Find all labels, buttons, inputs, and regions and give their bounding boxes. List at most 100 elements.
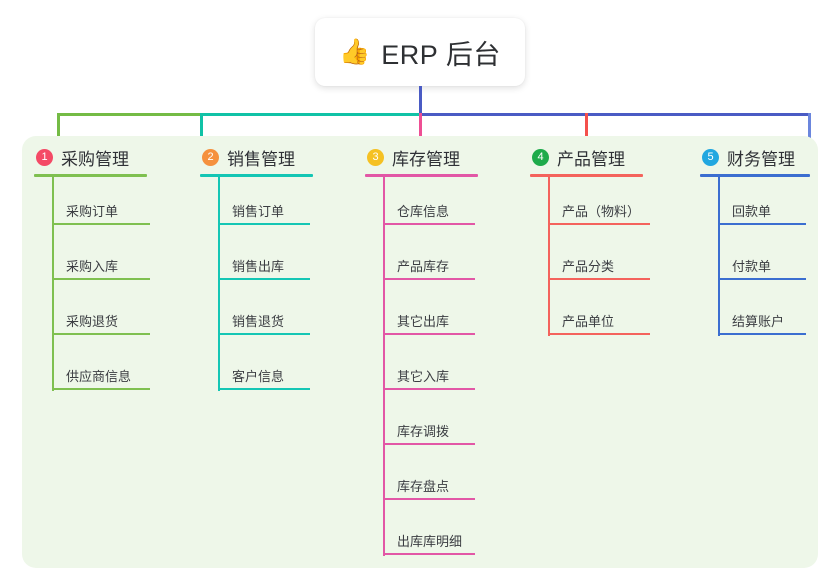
list-item-underline — [385, 498, 475, 500]
department-column-3: 3 库存管理仓库信息产品库存其它出库其它入库库存调拨库存盘点出库库明细 — [365, 146, 478, 562]
list-item[interactable]: 采购订单 — [52, 177, 150, 232]
list-item-underline — [220, 333, 310, 335]
list-item-underline — [720, 278, 806, 280]
column-spine-2 — [218, 177, 220, 391]
list-item-label: 回款单 — [732, 204, 772, 219]
list-item-label: 其它入库 — [397, 369, 450, 384]
departments-panel — [22, 136, 818, 568]
column-badge-1: 1 — [36, 148, 53, 166]
list-item[interactable]: 库存调拨 — [383, 397, 478, 452]
list-item[interactable]: 产品（物料） — [548, 177, 650, 232]
list-item-underline — [54, 223, 150, 225]
list-item-underline — [54, 333, 150, 335]
column-spine-3 — [383, 177, 385, 556]
column-spine-5 — [718, 177, 720, 336]
department-column-1: 1 采购管理采购订单采购入库采购退货供应商信息 — [34, 146, 150, 397]
drop-line-3 — [419, 113, 422, 146]
column-header-4[interactable]: 4 产品管理 — [530, 146, 643, 169]
list-item[interactable]: 仓库信息 — [383, 177, 478, 232]
column-underline-3 — [365, 174, 478, 177]
list-item-underline — [220, 388, 310, 390]
bus-segment-mid — [200, 113, 419, 116]
list-item-label: 销售退货 — [232, 314, 285, 329]
bus-segment-right — [419, 113, 811, 116]
list-item-underline — [550, 223, 650, 225]
list-item-label: 销售出库 — [232, 259, 285, 274]
column-badge-2: 2 — [202, 148, 219, 166]
list-item[interactable]: 付款单 — [718, 232, 810, 287]
column-title-2: 销售管理 — [227, 149, 295, 169]
list-item-underline — [550, 278, 650, 280]
column-title-4: 产品管理 — [557, 149, 625, 169]
list-item-label: 库存调拨 — [397, 424, 450, 439]
bus-segment-left — [57, 113, 200, 116]
column-header-2[interactable]: 2 销售管理 — [200, 146, 313, 169]
list-item-label: 仓库信息 — [397, 204, 450, 219]
list-item-label: 产品（物料） — [562, 204, 641, 219]
list-item-underline — [54, 388, 150, 390]
list-item-label: 付款单 — [732, 259, 772, 274]
list-item-underline — [385, 333, 475, 335]
list-item-underline — [550, 333, 650, 335]
list-item-underline — [54, 278, 150, 280]
drop-line-1 — [57, 113, 60, 146]
list-item-label: 采购退货 — [66, 314, 119, 329]
list-item[interactable]: 出库库明细 — [383, 507, 478, 562]
list-item[interactable]: 销售出库 — [218, 232, 313, 287]
list-item[interactable]: 其它入库 — [383, 342, 478, 397]
thumbs-up-icon: 👍 — [339, 37, 371, 66]
list-item-label: 出库库明细 — [397, 534, 463, 549]
list-item[interactable]: 产品库存 — [383, 232, 478, 287]
list-item[interactable]: 销售退货 — [218, 287, 313, 342]
drop-line-5 — [808, 113, 811, 146]
column-badge-5: 5 — [702, 148, 719, 166]
list-item-label: 结算账户 — [732, 314, 785, 329]
column-items-5: 回款单付款单结算账户 — [700, 177, 810, 342]
list-item-underline — [720, 223, 806, 225]
list-item[interactable]: 采购退货 — [52, 287, 150, 342]
list-item-underline — [385, 223, 475, 225]
column-title-1: 采购管理 — [61, 149, 129, 169]
list-item-underline — [220, 223, 310, 225]
column-title-3: 库存管理 — [392, 149, 460, 169]
column-header-3[interactable]: 3 库存管理 — [365, 146, 478, 169]
list-item-label: 采购订单 — [66, 204, 119, 219]
list-item-label: 客户信息 — [232, 369, 285, 384]
column-underline-5 — [700, 174, 810, 177]
department-column-4: 4 产品管理产品（物料） 产品分类产品单位 — [530, 146, 650, 342]
list-item-label: 库存盘点 — [397, 479, 450, 494]
list-item[interactable]: 产品分类 — [548, 232, 650, 287]
root-stem — [419, 86, 422, 116]
drop-line-4 — [585, 113, 588, 146]
list-item-underline — [385, 443, 475, 445]
column-items-4: 产品（物料） 产品分类产品单位 — [530, 177, 650, 342]
list-item[interactable]: 回款单 — [718, 177, 810, 232]
root-title-content: 👍 ERP 后台 — [339, 33, 501, 72]
column-spine-4 — [548, 177, 550, 336]
list-item-underline — [385, 388, 475, 390]
list-item[interactable]: 结算账户 — [718, 287, 810, 342]
column-header-1[interactable]: 1 采购管理 — [34, 146, 147, 169]
column-underline-1 — [34, 174, 147, 177]
list-item[interactable]: 其它出库 — [383, 287, 478, 342]
column-underline-4 — [530, 174, 643, 177]
column-items-3: 仓库信息产品库存其它出库其它入库库存调拨库存盘点出库库明细 — [365, 177, 478, 562]
list-item[interactable]: 库存盘点 — [383, 452, 478, 507]
root-title-card[interactable]: 👍 ERP 后台 — [315, 18, 525, 86]
list-item[interactable]: 客户信息 — [218, 342, 313, 397]
column-badge-4: 4 — [532, 148, 549, 166]
drop-line-2 — [200, 113, 203, 146]
list-item[interactable]: 产品单位 — [548, 287, 650, 342]
department-column-2: 2 销售管理销售订单销售出库销售退货客户信息 — [200, 146, 313, 397]
column-items-2: 销售订单销售出库销售退货客户信息 — [200, 177, 313, 397]
column-badge-3: 3 — [367, 148, 384, 166]
list-item[interactable]: 供应商信息 — [52, 342, 150, 397]
list-item[interactable]: 采购入库 — [52, 232, 150, 287]
list-item-label: 产品分类 — [562, 259, 615, 274]
list-item-label: 产品单位 — [562, 314, 615, 329]
list-item-label: 产品库存 — [397, 259, 450, 274]
list-item[interactable]: 销售订单 — [218, 177, 313, 232]
list-item-label: 销售订单 — [232, 204, 285, 219]
